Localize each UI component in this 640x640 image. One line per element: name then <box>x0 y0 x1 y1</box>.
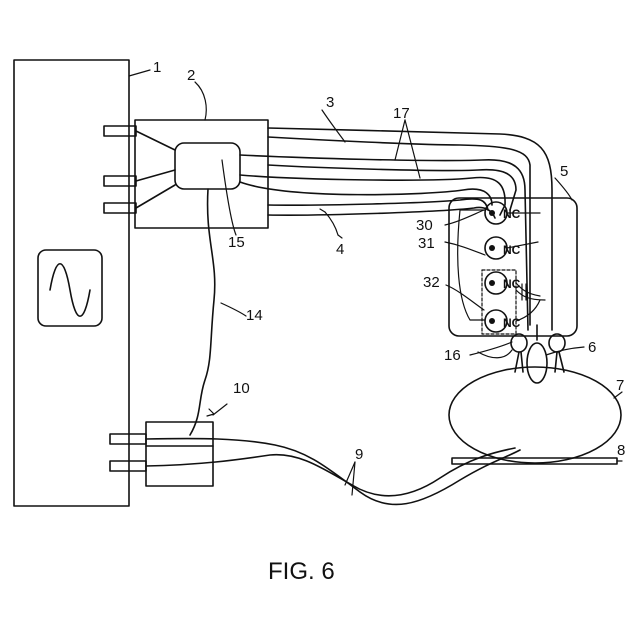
label-32: 32 <box>423 274 440 291</box>
label-7: 7 <box>616 377 624 394</box>
generator-unit-1 <box>14 60 150 506</box>
connector-10 <box>146 404 227 486</box>
unit1-lower-pins <box>110 434 146 471</box>
switch-31-nc: NC <box>503 243 521 257</box>
switch-32a-nc: NC <box>503 277 521 291</box>
label-16: 16 <box>444 347 461 364</box>
label-9: 9 <box>355 446 363 463</box>
label-8: 8 <box>617 442 625 459</box>
label-6: 6 <box>588 339 596 356</box>
switch-wiring <box>458 210 545 321</box>
label-1: 1 <box>153 59 161 76</box>
figure-caption: FIG. 6 <box>268 558 335 585</box>
label-14: 14 <box>246 307 263 324</box>
switch-32a: NC <box>485 272 521 294</box>
label-15: 15 <box>228 234 245 251</box>
label-31: 31 <box>418 235 435 252</box>
label-2: 2 <box>187 67 195 84</box>
switch-30-nc: NC <box>503 207 521 221</box>
label-17: 17 <box>393 105 410 122</box>
body-7 <box>449 367 622 463</box>
sine-wave-icon <box>50 264 90 317</box>
cable-9 <box>146 439 520 505</box>
unit1-upper-pins <box>104 126 136 213</box>
label-30: 30 <box>416 217 433 234</box>
label-4: 4 <box>336 241 344 258</box>
label-5: 5 <box>560 163 568 180</box>
switch-32b-nc: NC <box>503 316 521 330</box>
label-3: 3 <box>326 94 334 111</box>
label-10: 10 <box>233 380 250 397</box>
switch-32b: NC <box>446 285 521 332</box>
